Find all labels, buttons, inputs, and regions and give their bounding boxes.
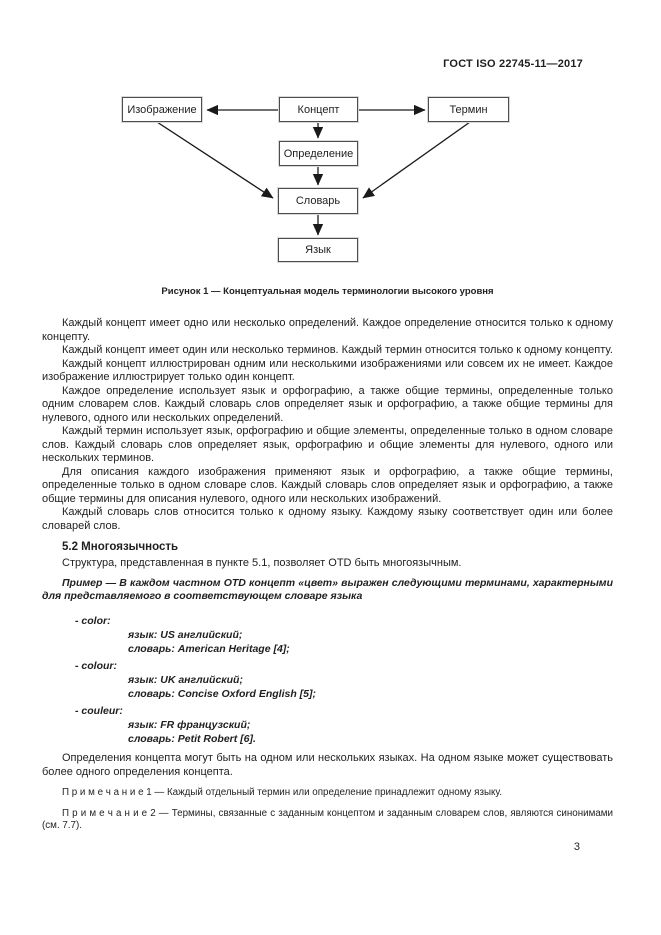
paragraph: Каждый словарь слов относится только к о… [42, 506, 613, 532]
example-item: - color: язык: US английский; словарь: A… [42, 614, 613, 656]
section-intro: Структура, представленная в пункте 5.1, … [62, 557, 462, 569]
paragraph: Для описания каждого изображения применя… [42, 465, 613, 505]
diagram-node-concept: Концепт [279, 97, 358, 122]
diagram-node-image: Изображение [122, 97, 202, 122]
example-item: - couleur: язык: FR французский; словарь… [42, 704, 613, 746]
diagram-node-language: Язык [278, 238, 358, 262]
example-dictionary: словарь: Concise Oxford English [5]; [128, 688, 317, 700]
note-1: П р и м е ч а н и е 1 — Каждый отдельный… [62, 787, 503, 798]
paragraph: Определения концепта могут быть на одном… [42, 752, 613, 778]
paragraph: Каждое определение использует язык и орф… [42, 384, 613, 424]
page-number: 3 [573, 841, 580, 853]
section-heading-5-2: 5.2 Многоязычность [62, 541, 179, 553]
example-language: язык: US английский; [128, 629, 243, 641]
paragraph: Каждый термин использует язык, орфографи… [42, 425, 613, 464]
diagram-arrows [156, 104, 471, 236]
paragraph: Каждый концепт имеет один или несколько … [62, 344, 613, 356]
figure-caption: Рисунок 1 — Концептуальная модель термин… [161, 286, 494, 297]
diagram-node-dictionary: Словарь [278, 188, 358, 214]
example-lead: Пример — В каждом частном OTD концепт «ц… [42, 576, 613, 603]
arrow-image-to-dictionary [156, 121, 274, 199]
example-list: - color: язык: US английский; словарь: A… [42, 614, 613, 746]
document-header: ГОСТ ISO 22745-11—2017 [443, 58, 583, 70]
paragraph: Каждый концепт имеет одно или несколько … [42, 317, 613, 343]
paragraph: Каждый концепт иллюстрирован одним или н… [42, 357, 613, 384]
example-language: язык: FR французский; [128, 719, 251, 731]
example-term: - color: [75, 615, 111, 627]
example-item: - colour: язык: UK английский; словарь: … [42, 659, 613, 701]
example-term: - couleur: [75, 705, 123, 717]
note-2: П р и м е ч а н и е 2 — Термины, связанн… [42, 807, 613, 832]
example-term: - colour: [75, 660, 117, 672]
example-dictionary: словарь: Petit Robert [6]. [128, 733, 256, 745]
arrow-term-to-dictionary [362, 121, 471, 199]
diagram-node-term: Термин [428, 97, 509, 122]
figure-1-diagram: Изображение Концепт Термин Определение С… [42, 94, 613, 266]
example-language: язык: UK английский; [128, 674, 243, 686]
example-dictionary: словарь: American Heritage [4]; [128, 643, 290, 655]
body-text: Каждый концепт имеет одно или несколько … [42, 317, 613, 833]
diagram-node-definition: Определение [279, 141, 358, 166]
